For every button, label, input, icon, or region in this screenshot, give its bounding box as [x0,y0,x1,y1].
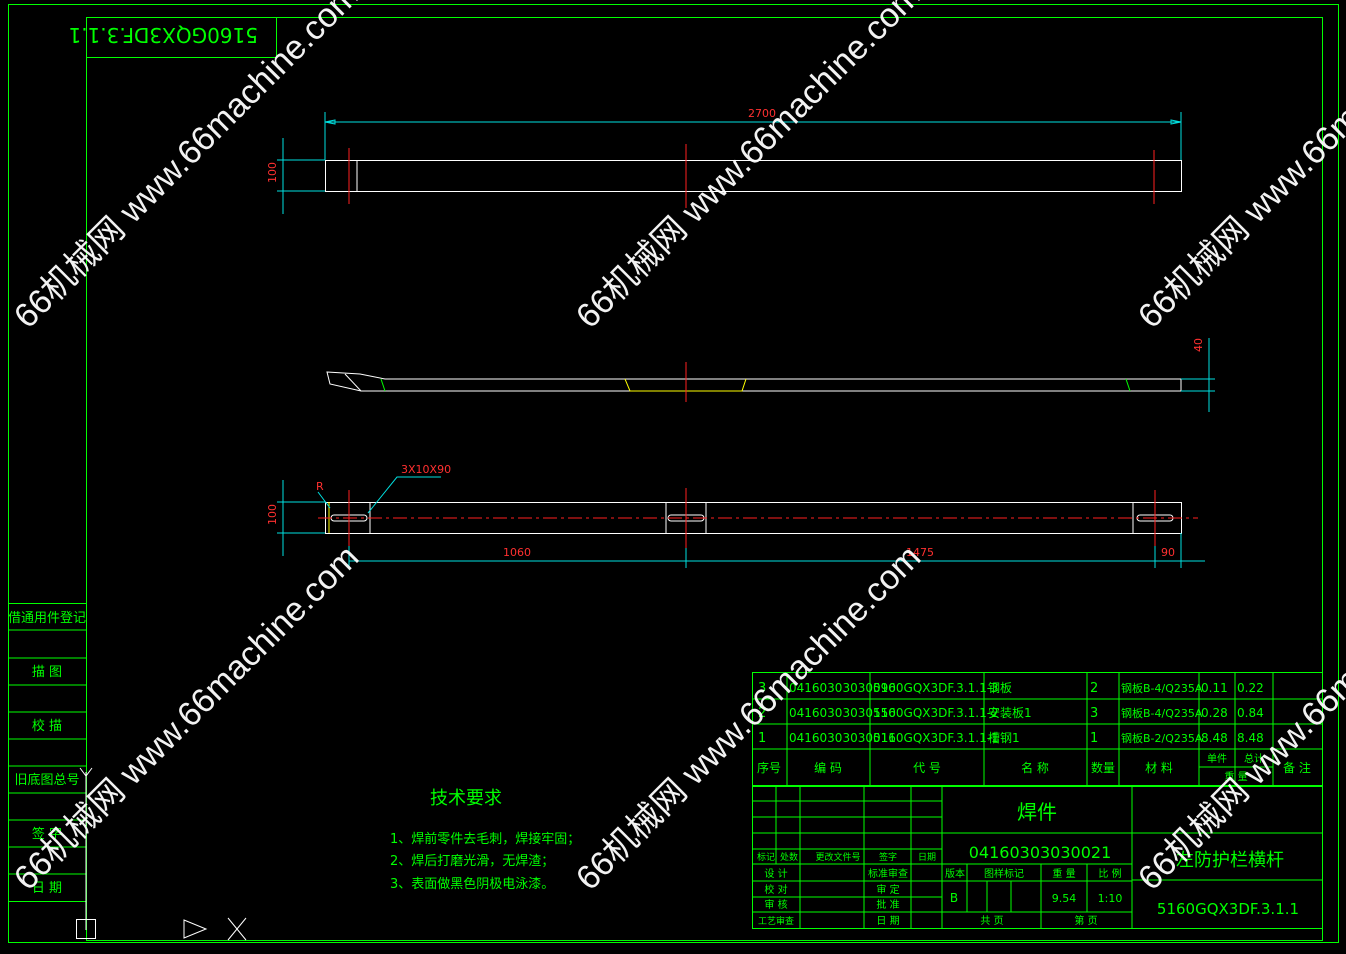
bom-r3-code: 04160303030090 [789,681,896,695]
left-label-2: 校 对 [764,883,787,896]
bom-r2-drawing: 5160GQX3DF.3.1.1-2 [873,706,999,720]
bom-h-remark: 备 注 [1283,760,1311,775]
title-sheets-total: 共 页 [980,915,1003,927]
bom-h-total: 总计 [1244,752,1264,765]
side-label-6: 日 期 [32,881,62,896]
title-type: 焊件 [1017,800,1057,824]
dim-seg2: 1475 [906,546,934,559]
bom-h-no: 序号 [757,760,781,775]
rotated-drawing-code: 5160GQX3DF.3.1.1 [68,23,258,47]
watermark-2: 66机械网 www.66machine.com [569,0,929,336]
tech-title: 技术要求 [430,788,502,809]
mid-label-2: 审 定 [876,883,899,896]
side-panel: 借通用件登记 描 图 校 描 旧底图总号 签 字 日 期 [8,603,87,902]
side-label-3: 校 描 [32,718,62,734]
title-stage: B [950,891,958,905]
outer-border [8,4,1339,943]
side-label-1: 借通用件登记 [8,611,86,626]
bom-r1-code: 04160303030011 [789,731,896,745]
ucs-icon [76,767,247,941]
view-top: 2700 100 [266,107,1182,214]
rev-label-1: 标记 [757,851,775,863]
bom-h-unit: 单件 [1207,753,1227,765]
side-label-5: 签 字 [32,826,62,842]
bom-r3-material: 钢板B-4/Q235A [1121,681,1203,695]
tech-item-3: 3、表面做黑色阴极电泳漆。 [390,876,554,892]
bom-r1-unit: 8.48 [1201,731,1228,745]
dim-height-view2: 40 [1192,338,1205,352]
rev-label-5: 日期 [918,852,936,863]
bom-h-material: 材 料 [1145,761,1173,775]
bom-r2-qty: 3 [1090,706,1098,721]
bom-r3-name: 钢板 [988,681,1012,695]
mid-label-1: 标准审查 [868,867,908,880]
rev-label-2: 处数 [780,851,798,863]
watermark-4: 66机械网 www.66machine.com [7,538,367,898]
bom-h-weight: 重 量 [1224,770,1247,783]
bom-r3-no: 3 [758,681,766,696]
title-weight-header: 重 量 [1052,867,1075,880]
left-label-3: 审 核 [764,898,787,911]
mid-label-4: 日 期 [876,915,899,927]
view-side: 40 [326,338,1215,412]
watermark-3: 66机械网 www.66machine.com [1131,0,1346,336]
bom-h-qty: 数量 [1091,760,1115,775]
rev-label-3: 更改文件号 [815,851,860,863]
bom-r1-qty: 1 [1090,731,1098,746]
rev-label-4: 签字 [879,851,897,863]
bom-r1-no: 1 [758,731,766,746]
tech-requirements: 技术要求 1、焊前零件去毛刺，焊接牢固； 2、焊后打磨光滑，无焊渣； 3、表面做… [390,788,580,892]
title-drawing-no: 5160GQX3DF.3.1.1 [1157,900,1299,918]
left-label-1: 设 计 [764,867,787,880]
bom-r2-total: 0.84 [1237,706,1264,720]
bom-h-drawing: 代 号 [913,761,941,775]
title-stage-header: 版本 [945,867,965,880]
bom-h-code: 编 码 [814,760,842,775]
rotated-code-box [86,17,277,58]
tech-item-2: 2、焊后打磨光滑，无焊渣； [390,853,554,869]
title-weight: 9.54 [1052,892,1077,905]
bom-r2-code: 04160303030150 [789,706,896,720]
mid-label-3: 批 准 [876,898,899,911]
dim-overall-length: 2700 [748,107,776,120]
dim-height-view3: 100 [266,504,279,525]
side-label-4: 旧底图总号 [14,772,79,788]
left-label-4: 工艺审查 [758,915,794,927]
bom-r3-qty: 2 [1090,681,1098,696]
bom-r3-total: 0.22 [1237,681,1264,695]
dim-height-view1: 100 [266,162,279,183]
title-scale: 1:10 [1098,892,1123,905]
bom-r2-unit: 0.28 [1201,706,1228,720]
view-bottom: 3X10X90 R 100 1060 1475 90 [266,463,1205,568]
bom-r3-drawing: 5160GQX3DF.3.1.1-3 [873,681,999,695]
dim-radius: R [316,480,324,493]
title-part-code: 04160303030021 [969,843,1112,862]
bom-r2-name: 安装板1 [988,705,1032,720]
bom-r2-no: 2 [758,706,766,721]
title-sheet-no: 第 页 [1074,914,1097,927]
bom-r1-material: 钢板B-2/Q235A [1121,731,1203,745]
dim-seg3: 90 [1161,546,1175,559]
bom-r3-unit: 0.11 [1201,681,1228,695]
bom-r1-total: 8.48 [1237,731,1264,745]
tech-item-1: 1、焊前零件去毛刺，焊接牢固； [390,831,580,847]
bom-r2-material: 钢板B-4/Q235A [1121,706,1203,720]
inner-frame [86,17,1323,941]
title-mark-header: 图样标记 [984,867,1024,880]
dim-slot-spec: 3X10X90 [401,463,451,476]
bom-r1-drawing: 5160GQX3DF.3.1.1-1 [873,731,999,745]
bom-r1-name: 槽钢1 [988,731,1020,745]
bom-table: 3 04160303030090 5160GQX3DF.3.1.1-3 钢板 2… [752,672,1323,786]
title-block: 标记 处数 更改文件号 签字 日期 设 计 校 对 审 核 工艺审查 标准审查 … [752,786,1323,929]
watermark-1: 66机械网 www.66machine.com [7,0,367,336]
side-label-2: 描 图 [32,665,62,680]
dim-seg1: 1060 [503,546,531,559]
title-part-name: 左防护栏横杆 [1176,850,1284,871]
bom-h-name: 名 称 [1021,760,1049,775]
title-scale-header: 比 例 [1098,867,1121,880]
